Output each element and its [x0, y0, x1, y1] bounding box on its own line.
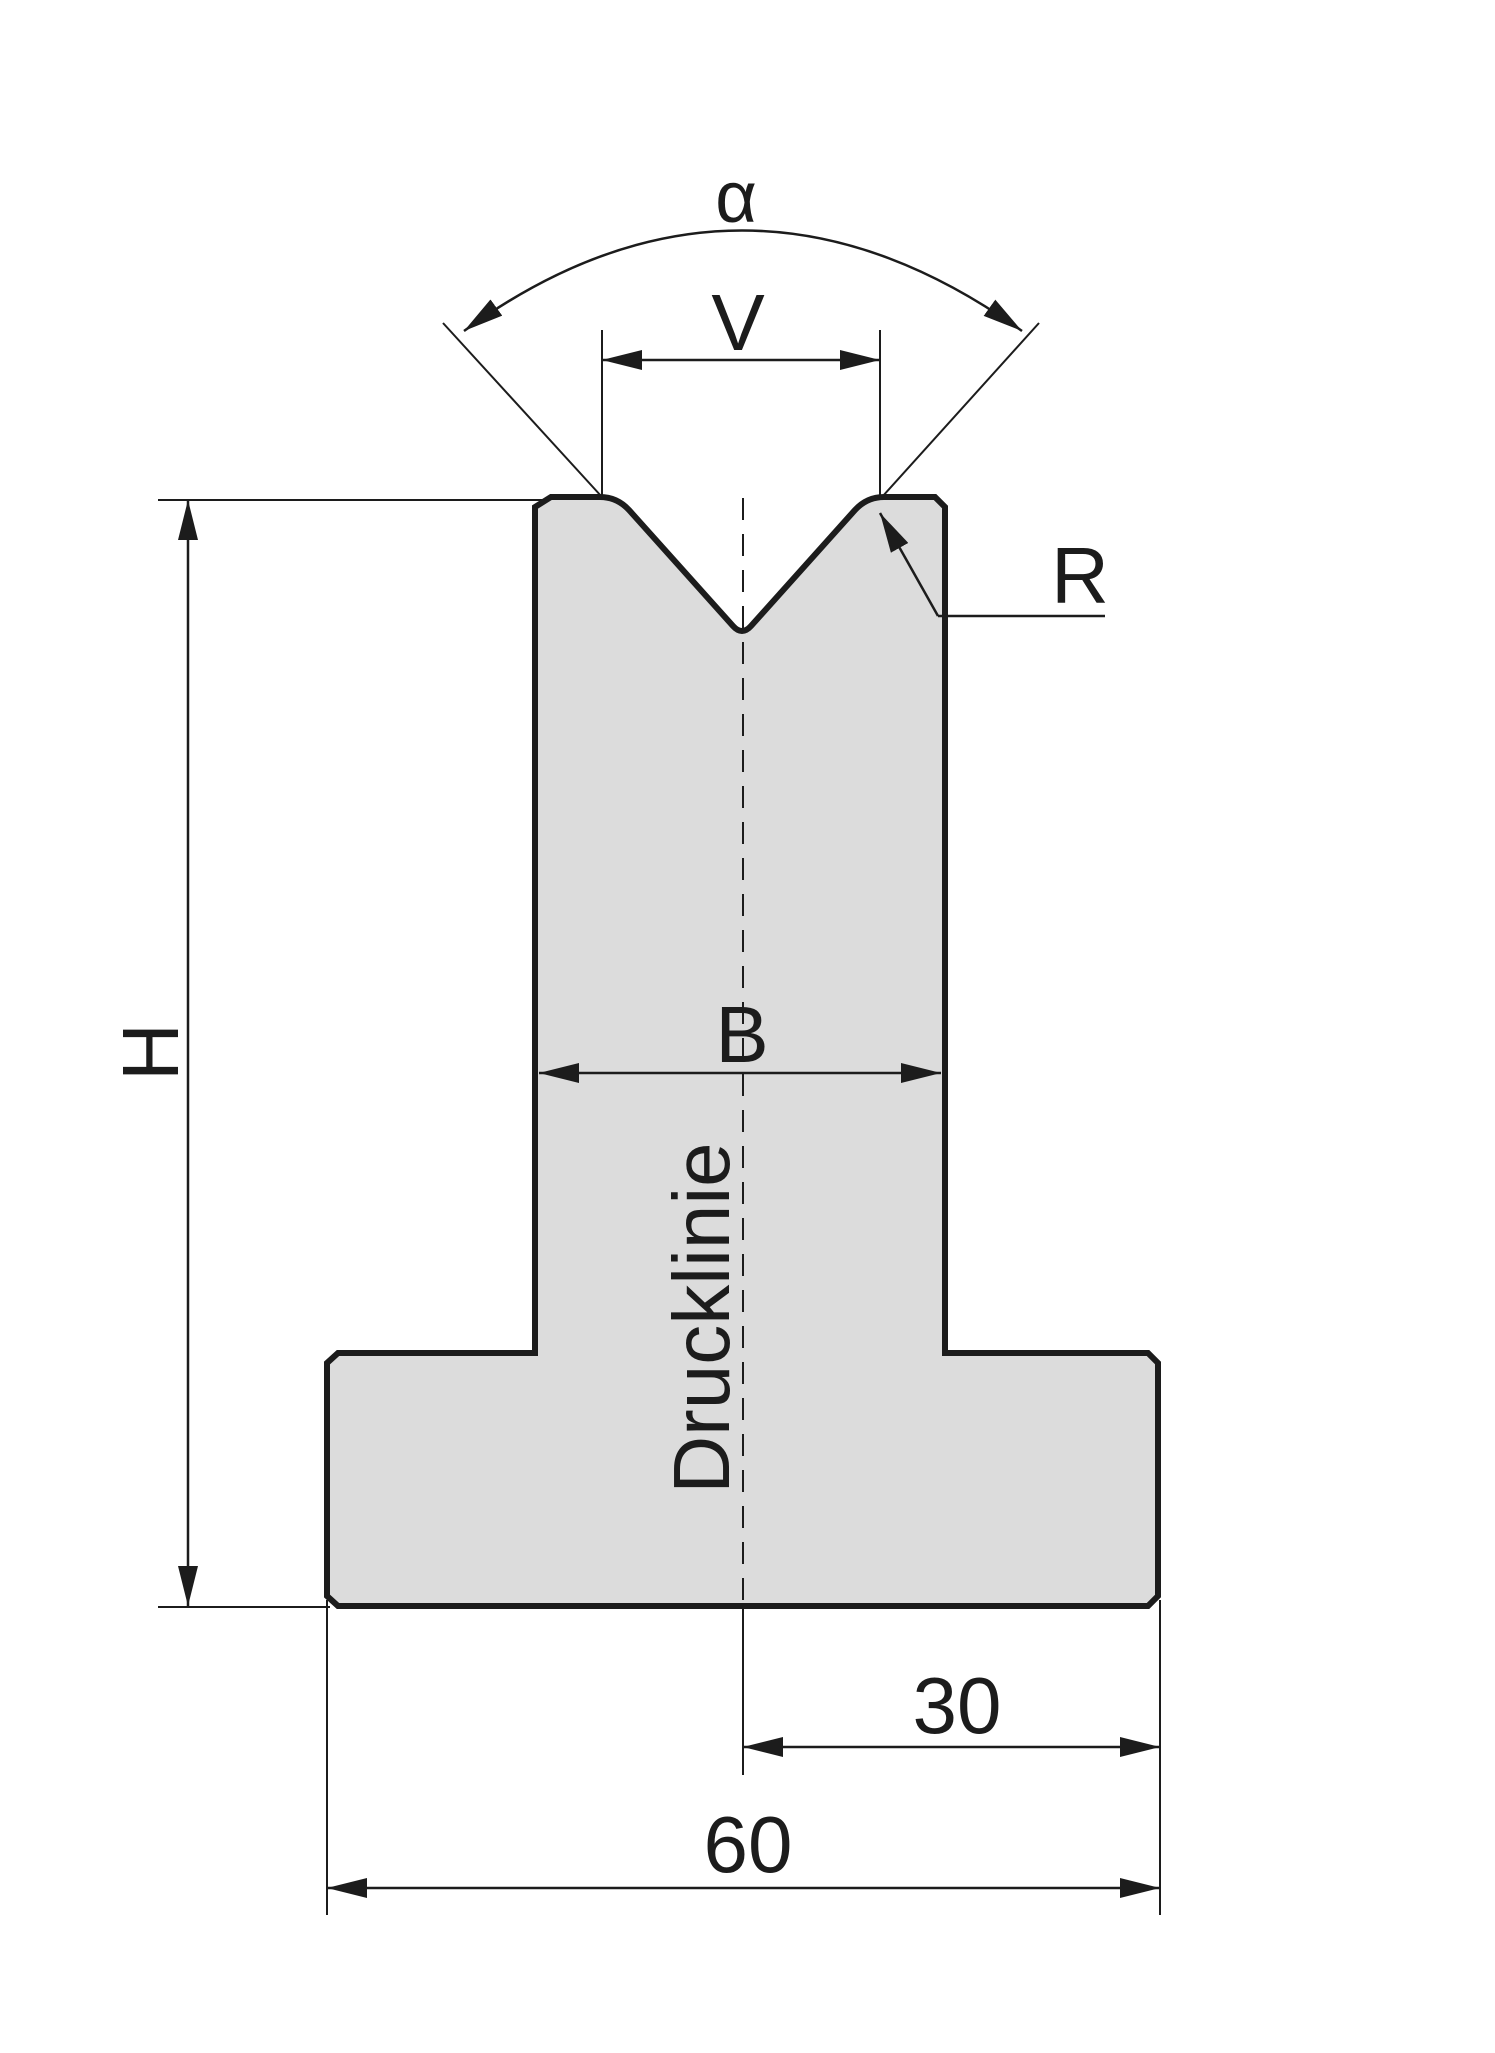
alpha-extension-right — [881, 322, 1040, 498]
alpha-arc — [463, 229, 1023, 333]
r-leader-line — [878, 512, 940, 617]
h-label: H — [106, 1023, 195, 1081]
width-label: 60 — [704, 1800, 793, 1889]
v-label: V — [711, 278, 765, 367]
b-label: B — [715, 990, 768, 1079]
r-label: R — [1051, 531, 1109, 620]
pressure-line-label: Drucklinie — [657, 1142, 746, 1493]
alpha-extension-left — [442, 322, 603, 498]
half-width-label: 30 — [913, 1661, 1002, 1750]
alpha-label: α — [715, 158, 757, 238]
